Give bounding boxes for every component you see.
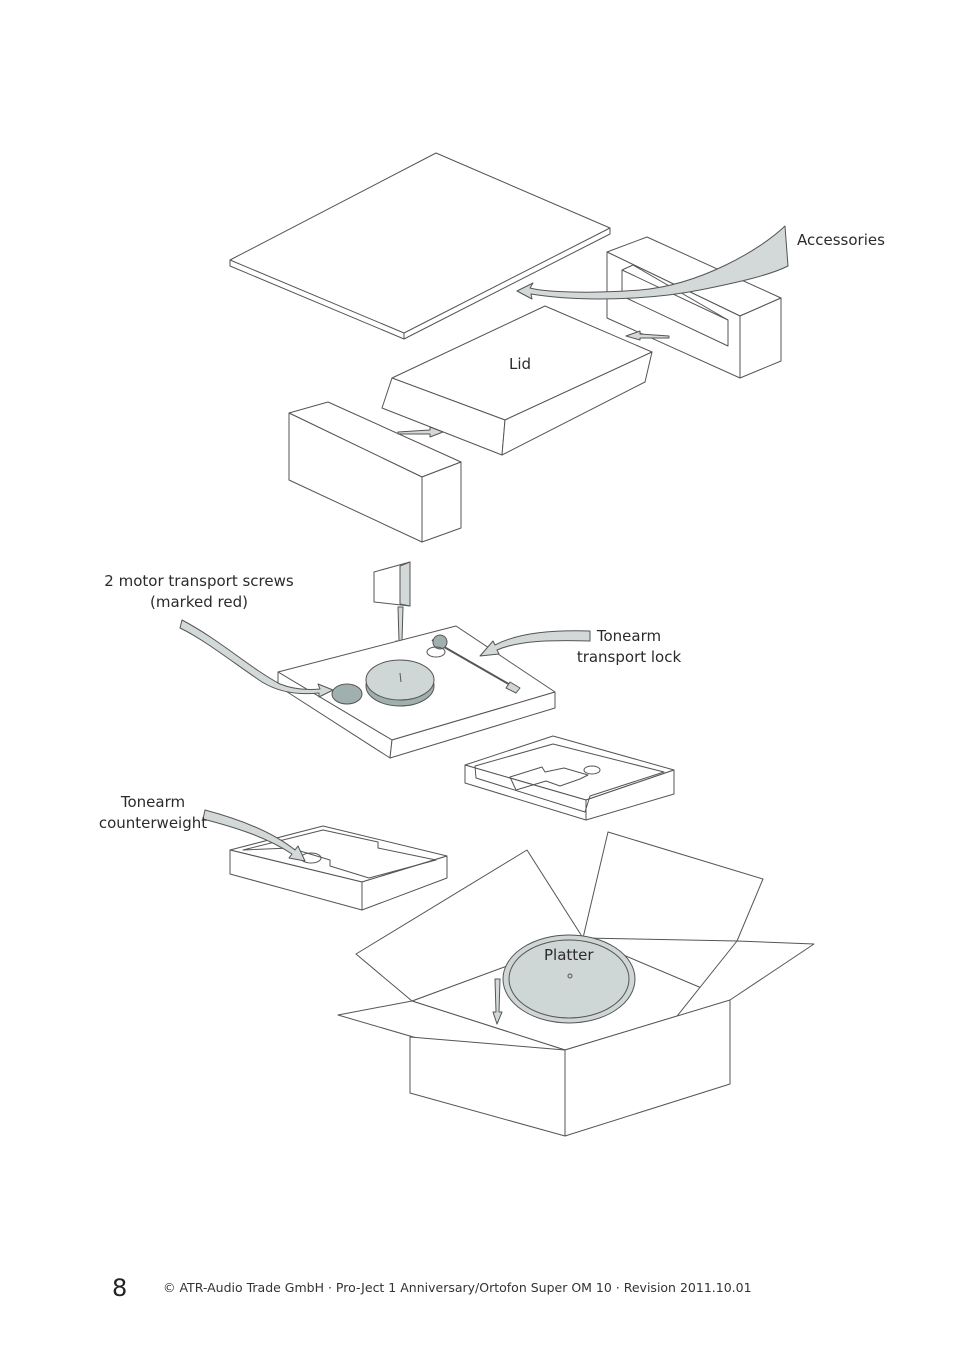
foam-block [288,401,462,543]
tonearm-lock-box [373,561,411,607]
tonearm [426,634,521,694]
subplatter [331,683,363,705]
lid-label: Lid [509,355,532,373]
footer-copyright: © ATR-Audio Trade GmbH · Pro-Ject 1 Anni… [163,1280,752,1295]
counterweight-arrow [202,809,306,862]
motor-screws-label: 2 motor transport screws (marked red) [104,571,294,613]
accessories-foam-box [606,236,782,379]
tonearm-lock-label-line1: Tonearm [596,627,662,645]
motor-screws-label-line2: (marked red) [150,593,248,611]
tonearm-lock-arrow [479,630,591,657]
shipping-carton [337,831,815,1137]
motor-screws-arrow [179,619,334,698]
counterweight-label-line1: Tonearm [120,793,186,811]
foam-tray-left [229,825,448,911]
accessories-label: Accessories [797,231,885,249]
lid-box [381,305,653,456]
down-arrow-platter [492,978,503,1025]
tonearm-lock-label: Tonearm transport lock [574,626,684,668]
foam-tray-right [464,735,675,821]
counterweight-label: Tonearm counterweight [98,792,208,834]
small-arrows [397,330,670,438]
platter-label: Platter [544,946,594,964]
dust-cover-panel [229,152,611,340]
platter-disc-small [365,659,435,707]
page-number: 8 [112,1274,128,1302]
counterweight-label-line2: counterweight [98,814,208,832]
accessories-arrow [516,225,789,300]
motor-screws-label-line1: 2 motor transport screws [104,572,294,590]
tonearm-lock-label-line2: transport lock [576,648,682,666]
